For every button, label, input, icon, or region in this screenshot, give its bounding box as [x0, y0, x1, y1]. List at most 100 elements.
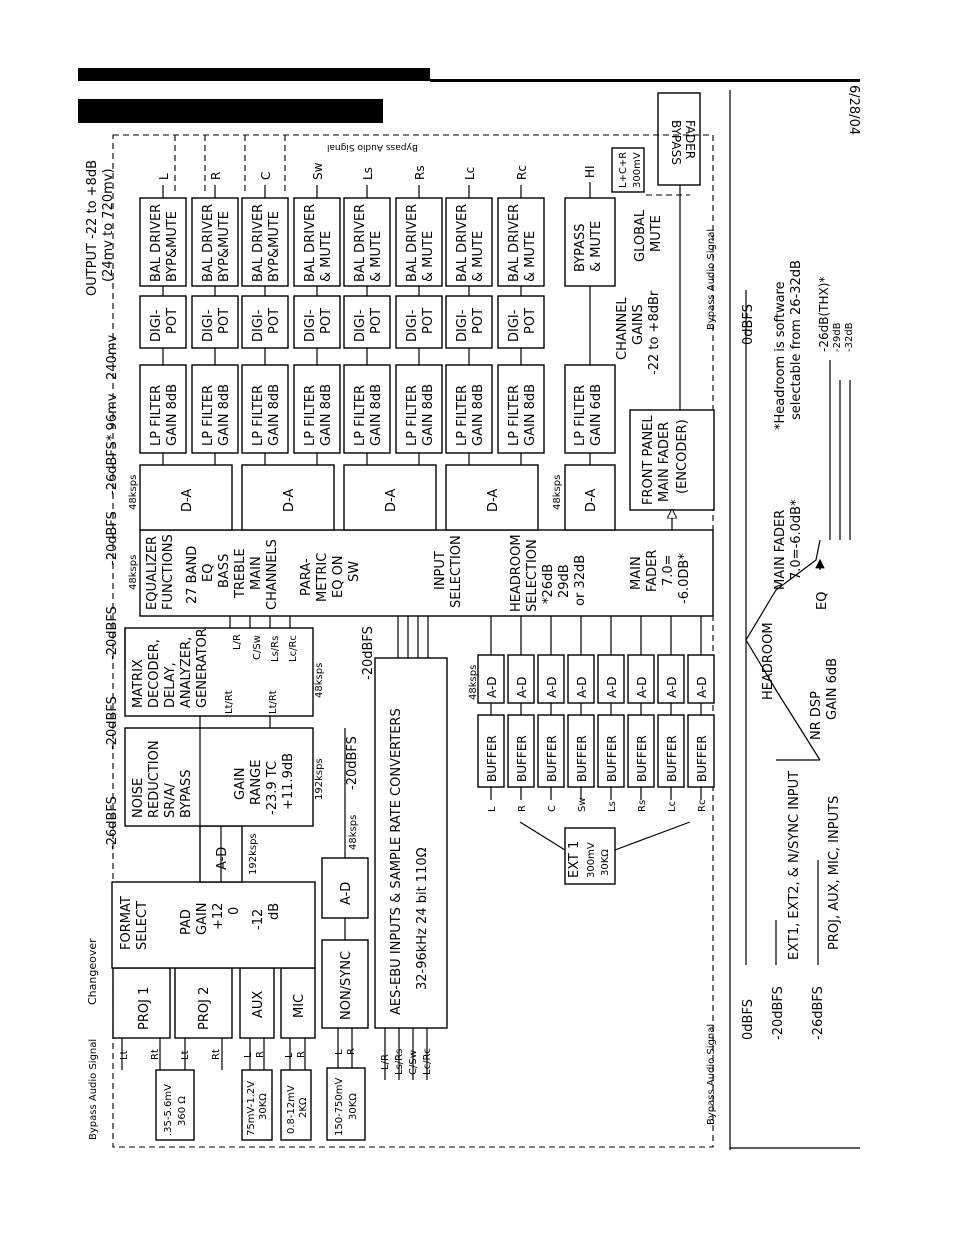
header-bar-left	[78, 68, 430, 81]
ext-channel-label: Rc	[697, 800, 708, 812]
ext-channel-label: Rs	[637, 800, 648, 812]
input-aux-right: R	[255, 1051, 266, 1058]
format-select-1: FORMAT	[119, 896, 134, 950]
driver-out-label: Lc	[463, 167, 477, 180]
ad1-rate: 192ksps	[248, 833, 259, 875]
input-proj2	[174, 967, 233, 1039]
ad2-rate: 48ksps	[348, 815, 359, 850]
lp-filter-text-2: GAIN 8dB	[319, 384, 334, 446]
header-rule	[430, 79, 860, 82]
matrix-port-in1: Lt/Rt	[224, 690, 235, 714]
lp-filter-box	[395, 364, 443, 454]
da-box	[343, 464, 437, 531]
front-panel-2: MAIN FADER	[657, 422, 672, 502]
digipot-text-2: POT	[523, 308, 538, 334]
input-nonsync	[321, 939, 369, 1029]
driver-box	[497, 197, 545, 287]
lp-filter-text-1: LP FILTER	[353, 385, 368, 446]
digipot-text-1: DIGI-	[201, 309, 216, 342]
lc-main-fader-1: MAIN FADER	[773, 510, 788, 590]
lp-filter-text-2: GAIN 8dB	[421, 384, 436, 446]
impedance-box-4	[326, 1067, 366, 1141]
lc-odbfs-right: 0dBFS	[741, 304, 756, 345]
driver-text-1: BAL DRIVER	[303, 204, 318, 282]
driver-text-1: BAL DRIVER	[201, 204, 216, 282]
lp-filter-text-1: LP FILTER	[405, 385, 420, 446]
da-box	[241, 464, 335, 531]
dsp-2: FUNCTIONS	[161, 534, 176, 610]
digipot-text-1: DIGI-	[251, 309, 266, 342]
dsp-rate: 48ksps	[128, 555, 139, 590]
nr-4: BYPASS	[179, 769, 194, 818]
lc-ext-inputs: EXT1, EXT2, & N/SYNC INPUT	[787, 771, 802, 960]
dsp-7: MAIN	[249, 556, 264, 590]
da-text: D-A	[584, 489, 599, 512]
aes-1: AES-EBU INPUTS & SAMPLE RATE CONVERTERS	[389, 708, 404, 1015]
bypass-signal-top: Bypass Audio Signal	[327, 142, 418, 152]
da-text: D-A	[180, 489, 195, 512]
digipot-text-2: POT	[369, 308, 384, 334]
ext-channel-label: Lc	[667, 801, 678, 812]
level-a: -26dBFS	[105, 796, 120, 850]
hi-out: HI	[583, 165, 597, 178]
dsp-23: -6.0DB*	[677, 553, 692, 604]
da-rate-bottom: 48ksps	[552, 475, 563, 510]
lc-zero: 0dBFS	[741, 999, 756, 1040]
dsp-19: or 32dB	[573, 555, 588, 606]
dsp-box	[139, 529, 714, 617]
input-nonsync-name: NON/SYNC	[339, 951, 354, 1020]
lp-filter-box	[139, 364, 187, 454]
ext-channel-label: Ls	[607, 801, 618, 812]
level-d: -20dBFS	[105, 511, 120, 565]
digipot-text-2: POT	[421, 308, 436, 334]
lp-filter-box	[445, 364, 493, 454]
driver-text-2: BYP&MUTE	[267, 211, 282, 282]
dsp-1: EQUALIZER	[145, 536, 160, 610]
ext-ad-text: A-D	[515, 676, 529, 698]
ext-ad-box	[537, 654, 565, 704]
driver-text-2: & MUTE	[319, 231, 334, 282]
dsp-22: 7.0=	[661, 554, 676, 586]
bypass-fader-text-2: FADER	[683, 120, 697, 159]
changeover-text: Changeover	[86, 938, 99, 1005]
lp-filter-text-2: GAIN 8dB	[267, 384, 282, 446]
driver-text-1: BAL DRIVER	[251, 204, 266, 282]
da-rate-top: 48ksps	[128, 475, 139, 510]
front-panel-box	[629, 409, 715, 511]
ad2-box	[321, 857, 369, 919]
driver-out-label: Rs	[413, 165, 427, 180]
output-label-1: OUTPUT -22 to +8dB	[85, 160, 100, 296]
bypass-fader-box	[657, 92, 701, 186]
digipot-text-2: POT	[319, 308, 334, 334]
impedance-3b: 2KΩ	[298, 1097, 309, 1118]
nr-6: RANGE	[249, 760, 264, 805]
matrix-port-out4: Lc/Rc	[288, 635, 299, 662]
impedance-box-3	[280, 1069, 312, 1141]
ad2-text: A-D	[339, 882, 354, 905]
driver-out-label: Rc	[515, 165, 529, 180]
input-proj1-right: Rt	[150, 1049, 161, 1060]
matrix-5: GENERATOR	[195, 628, 210, 708]
dsp-6: TREBLE	[233, 548, 248, 599]
ext-box-2: 300mV	[586, 842, 597, 878]
buffer-box	[507, 714, 535, 788]
buffer-box	[477, 714, 505, 788]
ext-ad-text: A-D	[635, 676, 649, 698]
lcr-box	[611, 147, 645, 193]
header-bar-second	[78, 99, 383, 123]
matrix-port-out3: Ls/Rs	[270, 636, 281, 662]
lc-note-1: *Headroom is software	[773, 281, 788, 430]
input-proj1-name: PROJ 1	[137, 987, 152, 1030]
channel-gains-2: GAINS	[631, 304, 646, 345]
lc-main-fader-2: 7.0=-6.0dB*	[789, 499, 804, 580]
digipot-text-1: DIGI-	[353, 309, 368, 342]
driver-out-label: R	[209, 172, 223, 180]
buffer-box	[537, 714, 565, 788]
ext-channel-label: R	[517, 805, 528, 812]
lcr-1: L+C+R	[618, 152, 629, 188]
buffer-text: BUFFER	[605, 735, 619, 782]
level-b: -20dBFS	[105, 696, 120, 750]
impedance-4b: 30KΩ	[348, 1093, 359, 1120]
nr-7: -23.9 TC	[265, 761, 280, 815]
